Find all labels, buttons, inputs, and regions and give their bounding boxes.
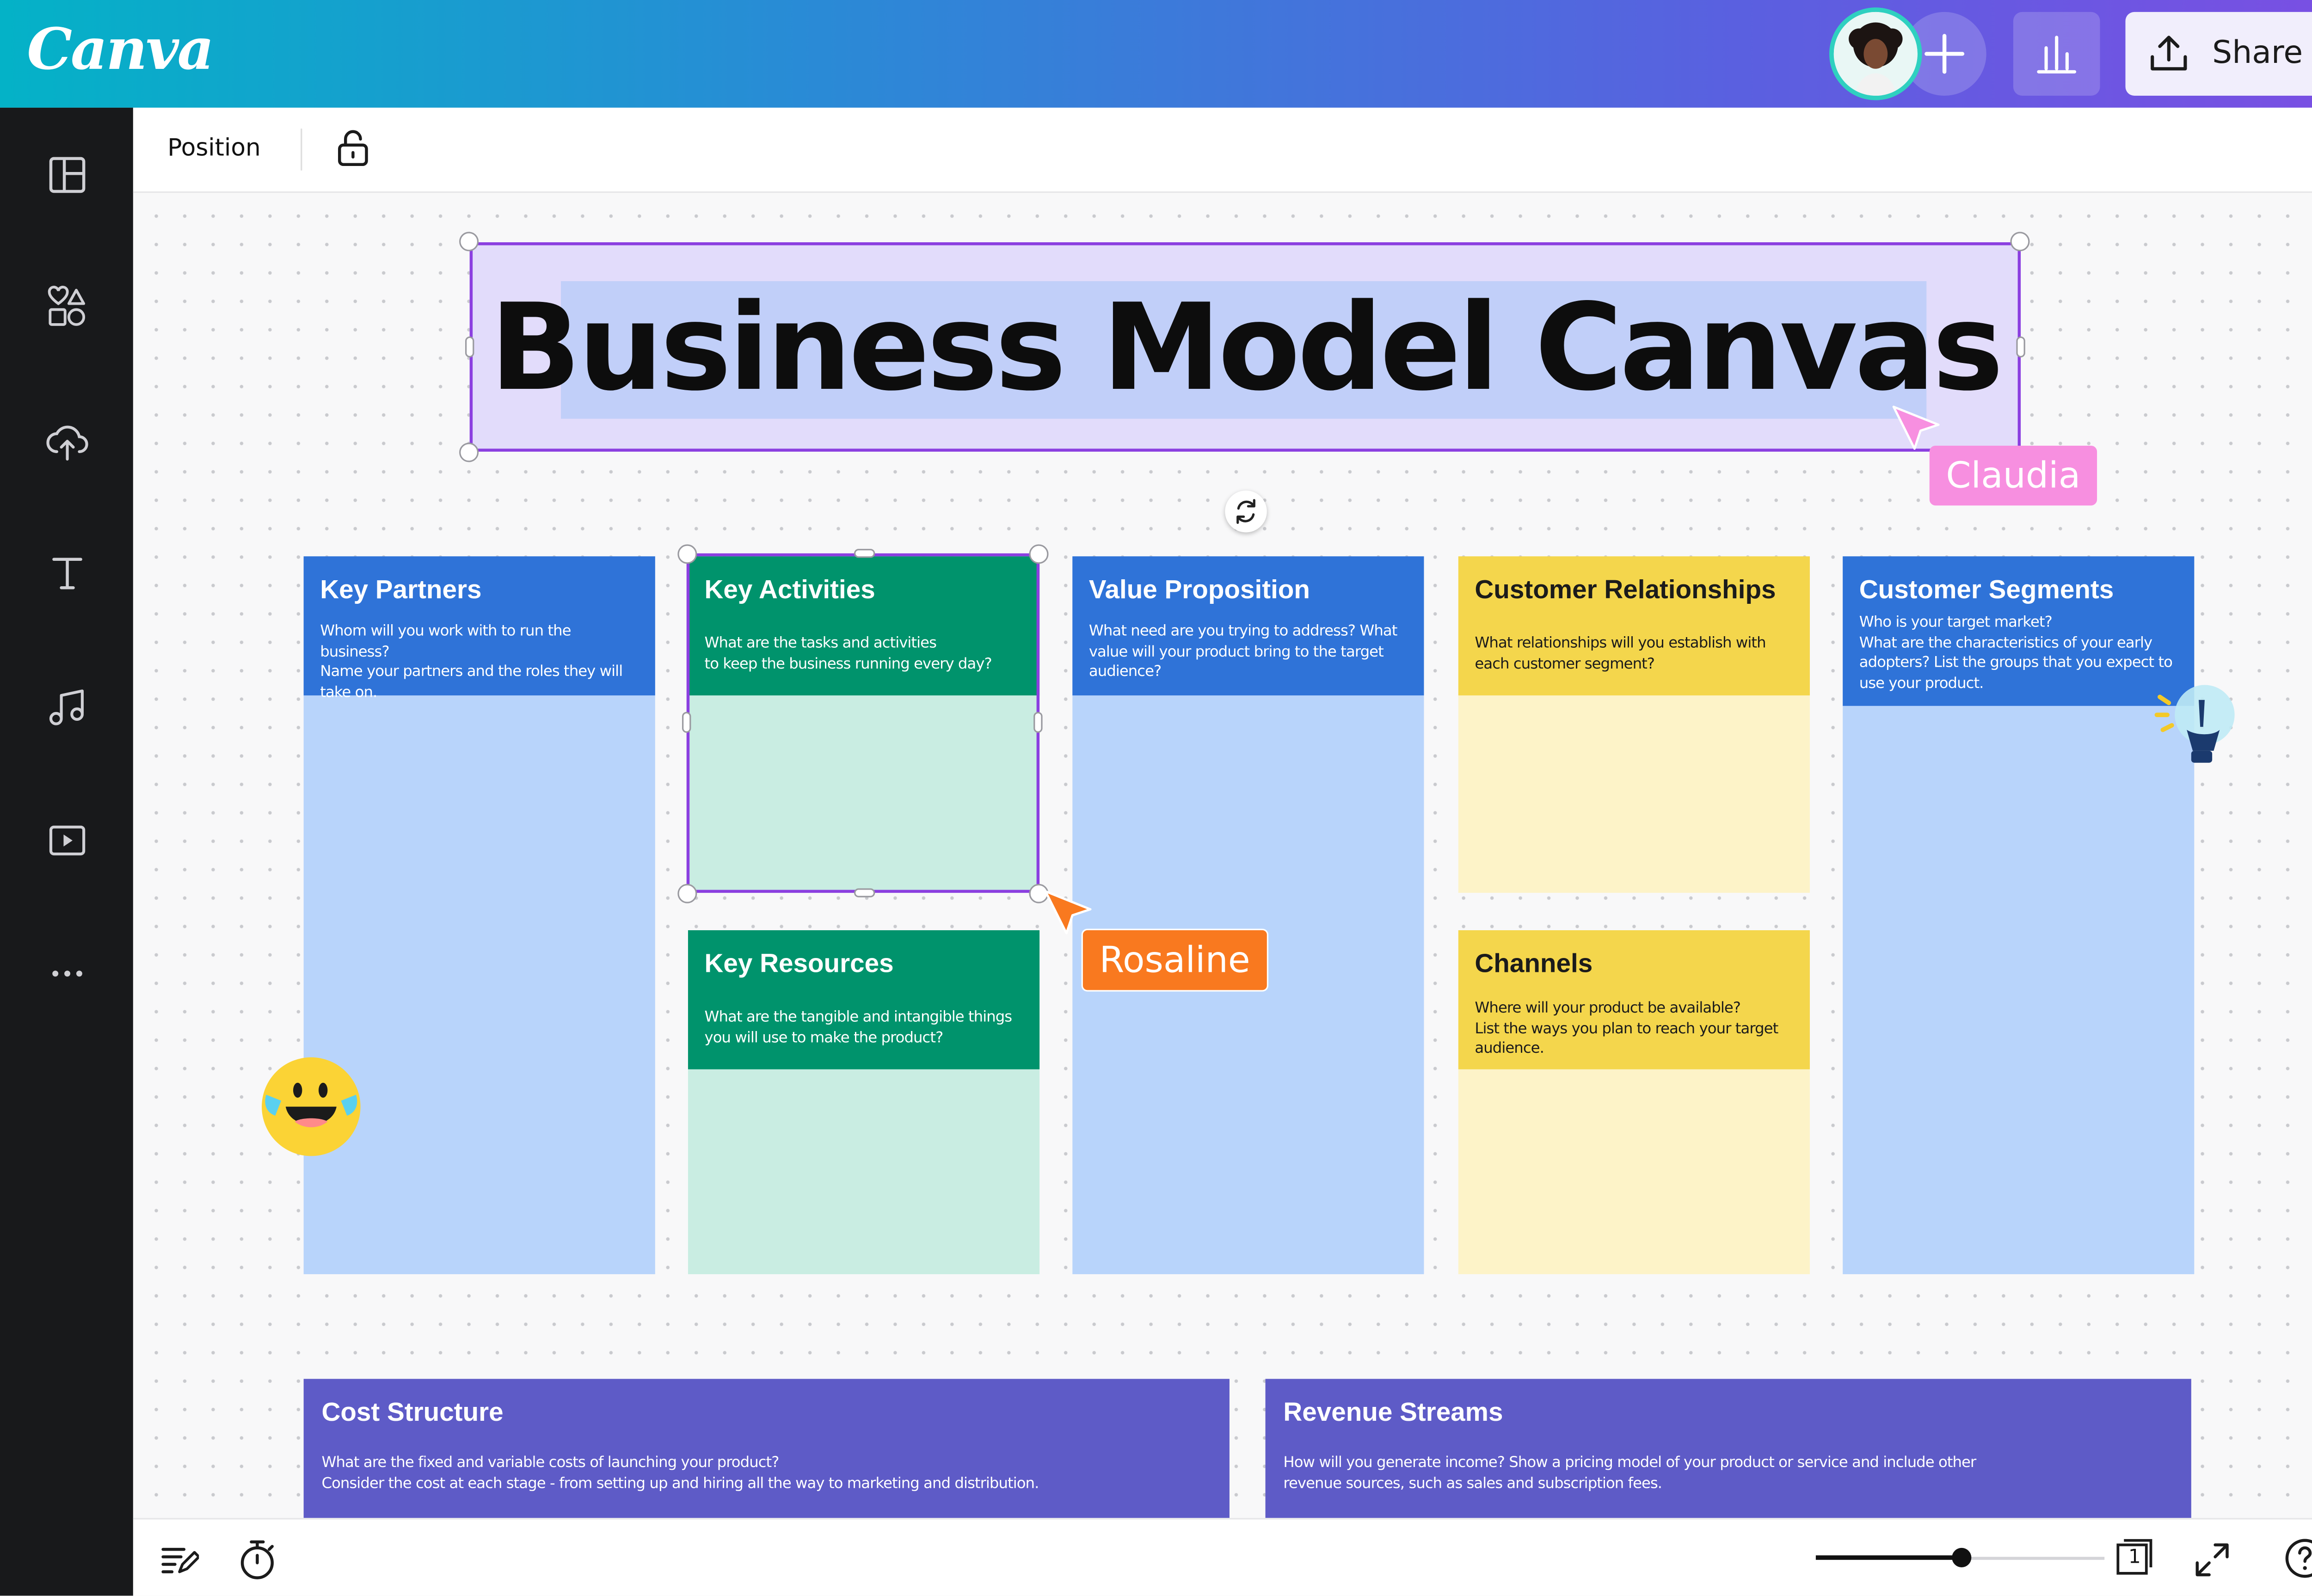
card-channels[interactable]: Channels Where will your product be avai… — [1458, 930, 1810, 1274]
card-title[interactable]: Customer Relationships — [1475, 574, 1776, 604]
card-key-resources[interactable]: Key Resources What are the tangible and … — [688, 930, 1040, 1274]
page-number: 1 — [2128, 1546, 2141, 1569]
top-bar: Canva Shar — [0, 0, 2312, 108]
card-value-proposition[interactable]: Value Proposition What need are you tryi… — [1072, 556, 1424, 1274]
collaborator-cursor-icon — [1892, 405, 1940, 450]
card-title[interactable]: Key Activities — [704, 574, 875, 604]
pages-button[interactable]: 1 — [2116, 1539, 2152, 1575]
user-avatar-icon — [1833, 12, 1918, 96]
card-description[interactable]: What are the fixed and variable costs of… — [321, 1455, 1039, 1492]
card-description[interactable]: Where will your product be available? Li… — [1475, 1001, 1778, 1057]
collaborator-cursor-icon — [1044, 890, 1092, 934]
templates-icon[interactable] — [45, 153, 90, 197]
position-button[interactable]: Position — [167, 133, 261, 162]
left-sidebar — [0, 107, 133, 1596]
text-selection-highlight — [561, 281, 1927, 419]
elements-icon[interactable] — [45, 284, 90, 329]
text-icon[interactable] — [45, 550, 90, 595]
insights-button[interactable] — [2013, 12, 2100, 96]
card-customer-relationships[interactable]: Customer Relationships What relationship… — [1458, 556, 1810, 893]
card-revenue-streams[interactable]: Revenue Streams How will you generate in… — [1265, 1379, 2191, 1518]
resize-handle-left[interactable] — [465, 336, 474, 358]
resize-handle-bottom[interactable] — [854, 888, 875, 897]
resize-handle-top[interactable] — [854, 549, 875, 558]
resize-handle-right[interactable] — [2016, 336, 2025, 358]
card-header: Value Proposition What need are you tryi… — [1072, 556, 1424, 696]
bottom-bar: 1 — [133, 1518, 2312, 1596]
music-icon[interactable] — [45, 685, 90, 730]
fullscreen-icon[interactable] — [2193, 1541, 2232, 1579]
card-header: Key Activities What are the tasks and ac… — [688, 556, 1040, 696]
card-description[interactable]: What relationships will you establish wi… — [1475, 635, 1766, 672]
card-key-activities[interactable]: Key Activities What are the tasks and ac… — [688, 556, 1040, 893]
card-header: Key Resources What are the tangible and … — [688, 930, 1040, 1069]
notes-icon[interactable] — [160, 1541, 199, 1579]
card-title[interactable]: Key Partners — [320, 574, 482, 604]
card-header: Cost Structure What are the fixed and va… — [303, 1379, 1230, 1518]
bar-chart-icon — [2037, 36, 2077, 74]
resize-handle-bottom-left[interactable] — [459, 442, 479, 462]
card-description[interactable]: How will you generate income? Show a pri… — [1283, 1455, 1976, 1492]
pages-icon — [2116, 1539, 2152, 1575]
canva-logo[interactable]: Canva — [27, 15, 214, 82]
timer-icon[interactable] — [236, 1537, 278, 1582]
card-header: Key Partners Whom will you work with to … — [303, 556, 655, 700]
card-title[interactable]: Key Resources — [704, 948, 894, 978]
page-title[interactable]: Business Model Canvas — [490, 278, 2004, 417]
video-icon[interactable] — [45, 818, 90, 863]
editor-toolbar: Position — [133, 107, 2312, 193]
card-title[interactable]: Revenue Streams — [1283, 1397, 1503, 1427]
upload-icon — [2151, 36, 2187, 71]
resize-handle-top-right[interactable] — [1029, 544, 1049, 564]
resize-handle-top-left[interactable] — [459, 232, 479, 252]
card-title[interactable]: Cost Structure — [321, 1397, 504, 1427]
share-button[interactable]: Share — [2125, 12, 2312, 96]
card-header: Revenue Streams How will you generate in… — [1265, 1379, 2191, 1518]
card-description[interactable]: What are the tasks and activities to kee… — [704, 635, 992, 672]
upload-cloud-icon[interactable] — [45, 419, 90, 464]
card-title[interactable]: Customer Segments — [1859, 574, 2114, 604]
help-icon[interactable] — [2282, 1536, 2312, 1581]
resize-handle-left[interactable] — [682, 712, 691, 733]
card-key-partners[interactable]: Key Partners Whom will you work with to … — [303, 556, 655, 1274]
resize-handle-top-left[interactable] — [677, 544, 697, 564]
resize-handle-top-right[interactable] — [2010, 232, 2030, 252]
resize-handle-right[interactable] — [1033, 712, 1043, 733]
card-header: Channels Where will your product be avai… — [1458, 930, 1810, 1069]
share-label: Share — [2212, 34, 2303, 71]
resize-handle-bottom-left[interactable] — [677, 884, 697, 903]
rotate-icon — [1236, 499, 1255, 524]
card-cost-structure[interactable]: Cost Structure What are the fixed and va… — [303, 1379, 1230, 1518]
card-customer-segments[interactable]: Customer Segments Who is your target mar… — [1843, 556, 2195, 1274]
lightbulb-sticker-icon[interactable] — [2154, 682, 2244, 772]
collaborator-label-rosaline: Rosaline — [1081, 928, 1268, 992]
card-description[interactable]: What need are you trying to address? Wha… — [1088, 623, 1398, 681]
plus-icon — [1925, 34, 1965, 74]
card-header: Customer Segments Who is your target mar… — [1843, 556, 2195, 706]
card-description[interactable]: Whom will you work with to run the busin… — [320, 623, 623, 701]
card-description[interactable]: Who is your target market? What are the … — [1859, 614, 2173, 692]
unlock-icon[interactable] — [333, 127, 372, 169]
zoom-slider-fill — [1815, 1555, 1961, 1560]
happy-emoji-sticker-icon[interactable] — [257, 1053, 365, 1160]
zoom-slider-handle[interactable] — [1952, 1547, 1972, 1567]
avatar[interactable] — [1833, 12, 1918, 96]
card-description[interactable]: What are the tangible and intangible thi… — [704, 1009, 1013, 1046]
collaborator-label-claudia: Claudia — [1929, 445, 2097, 506]
rotate-handle[interactable] — [1225, 490, 1267, 533]
more-apps-icon[interactable] — [45, 951, 90, 996]
card-title[interactable]: Channels — [1475, 948, 1593, 978]
toolbar-divider — [301, 129, 302, 171]
selected-element-frame — [686, 553, 1040, 893]
card-title[interactable]: Value Proposition — [1088, 574, 1310, 604]
card-header: Customer Relationships What relationship… — [1458, 556, 1810, 696]
